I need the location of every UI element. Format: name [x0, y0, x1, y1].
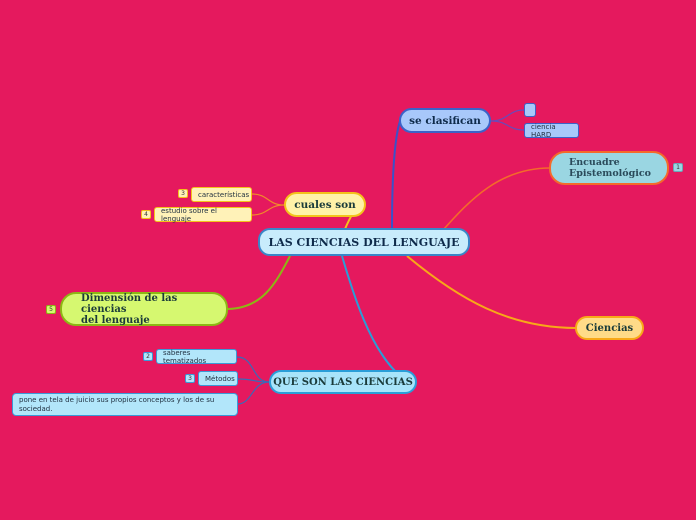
link-cuales [344, 214, 353, 230]
topic-encuadre-epistemologico[interactable]: Encuadre Epistemológico [549, 151, 669, 185]
central-topic[interactable]: LAS CIENCIAS DEL LENGUAJE [258, 228, 470, 256]
link-ciencia-hard [490, 120, 525, 131]
badge-count: 3 [181, 190, 185, 197]
subtopic-saberes-tematizados[interactable]: saberes tematizados [156, 348, 237, 365]
subtopic-ciencia-hard[interactable]: ciencia HARD [524, 122, 579, 139]
note-count-badge[interactable]: 3 [185, 374, 195, 383]
link-encuadre [443, 167, 551, 230]
subtopic-label: características [198, 190, 250, 199]
note-count-badge[interactable]: 1 [673, 163, 683, 172]
link-estudio [251, 204, 285, 216]
subtopic-caracteristicas[interactable]: características [191, 187, 252, 202]
topic-cuales-son[interactable]: cuales son [284, 192, 366, 217]
subtopic-label: Métodos [205, 374, 235, 383]
link-blank-child [490, 109, 525, 122]
topic-label: se clasifican [409, 114, 481, 127]
topic-label-line1: Encuadre [569, 157, 620, 168]
link-se-clasifican [391, 120, 401, 230]
central-topic-label: LAS CIENCIAS DEL LENGUAJE [268, 235, 460, 249]
note-count-badge[interactable]: 4 [141, 210, 151, 219]
subtopic-pone-en-tela-de-juicio[interactable]: pone en tela de juicio sus propios conce… [12, 393, 238, 416]
subtopic-label: pone en tela de juicio sus propios conce… [19, 395, 215, 413]
topic-label-line2: del lenguaje [81, 314, 150, 326]
subtopic-label: estudio sobre el lenguaje [161, 206, 217, 223]
subtopic-blank[interactable] [524, 103, 536, 117]
topic-label-line1: Dimensión de las ciencias [81, 292, 178, 315]
link-pone [237, 381, 270, 405]
badge-count: 5 [49, 306, 53, 313]
topic-dimension[interactable]: Dimensión de las ciencias del lenguaje [60, 292, 228, 326]
badge-count: 2 [146, 353, 150, 360]
note-count-badge[interactable]: 3 [178, 189, 188, 198]
subtopic-label: saberes tematizados [163, 348, 207, 365]
link-ciencias [406, 255, 577, 329]
badge-count: 3 [188, 375, 192, 382]
subtopic-metodos[interactable]: Métodos [198, 371, 238, 386]
note-count-badge[interactable]: 5 [46, 305, 56, 314]
subtopic-estudio-sobre-el-lenguaje[interactable]: estudio sobre el lenguaje [154, 206, 252, 223]
topic-label: QUE SON LAS CIENCIAS [273, 376, 413, 388]
topic-ciencias[interactable]: Ciencias [575, 316, 644, 340]
topic-se-clasifican[interactable]: se clasifican [399, 108, 491, 133]
link-saberes [236, 356, 270, 383]
topic-label: Ciencias [585, 322, 634, 334]
link-caracteristicas [251, 193, 285, 206]
link-metodos [237, 378, 270, 383]
topic-que-son-las-ciencias[interactable]: QUE SON LAS CIENCIAS [269, 370, 417, 394]
note-count-badge[interactable]: 2 [143, 352, 153, 361]
link-que-son [341, 255, 396, 372]
topic-label: cuales son [294, 198, 356, 211]
subtopic-label: ciencia HARD [531, 122, 556, 139]
topic-label-line2: Epistemológico [569, 168, 651, 179]
badge-count: 1 [676, 164, 680, 171]
badge-count: 4 [144, 211, 148, 218]
link-dimension [227, 255, 291, 310]
